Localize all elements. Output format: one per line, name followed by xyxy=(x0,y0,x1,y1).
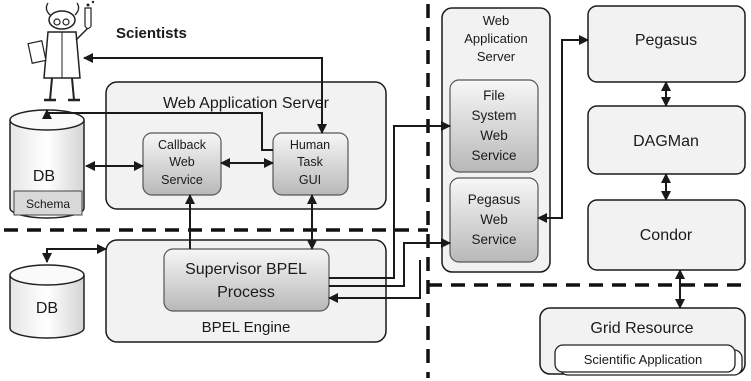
arrow-scientists-gui xyxy=(83,53,327,134)
db-bottom-cylinder: DB xyxy=(9,264,85,339)
db-top-cylinder: DB Schema xyxy=(9,109,85,219)
scientific-app-label: Scientific Application xyxy=(584,352,703,367)
pws-line-3: Service xyxy=(471,232,516,247)
human-task-line-2: Task xyxy=(297,155,323,169)
condor-box: Condor xyxy=(587,199,746,271)
callback-ws-line-2: Web xyxy=(169,155,195,169)
supervisor-bpel-box: Supervisor BPEL Process xyxy=(163,248,330,312)
fsws-line-2: System xyxy=(471,108,516,123)
arrow-supervisor-pws xyxy=(329,238,451,287)
supervisor-line-1: Supervisor BPEL xyxy=(185,261,307,278)
human-task-line-1: Human xyxy=(290,138,330,152)
fsws-line-1: File xyxy=(483,88,505,103)
bpel-engine-label: BPEL Engine xyxy=(202,319,291,336)
was-right-line-2: Application xyxy=(464,31,528,46)
was-right-line-3: Server xyxy=(477,49,516,64)
supervisor-line-2: Process xyxy=(217,284,275,301)
human-task-gui-box: Human Task GUI xyxy=(272,132,349,196)
dagman-box: DAGMan xyxy=(587,105,746,175)
pegasus-ws-box: Pegasus Web Service xyxy=(449,177,539,263)
callback-ws-line-3: Service xyxy=(161,173,203,187)
arrow-supervisor-fsws xyxy=(329,121,451,279)
arrow-pws-pegasus xyxy=(537,35,589,223)
db-schema-label: Schema xyxy=(26,197,70,211)
web-app-server-left-title: Web Application Server xyxy=(163,95,330,112)
scientist-icon xyxy=(27,0,95,102)
file-system-ws-box: File System Web Service xyxy=(449,79,539,173)
condor-label: Condor xyxy=(640,227,693,244)
fsws-line-4: Service xyxy=(471,148,516,163)
connectors xyxy=(42,35,685,309)
human-task-line-3: GUI xyxy=(299,173,321,187)
db-top-label: DB xyxy=(33,168,55,185)
callback-web-service-box: Callback Web Service xyxy=(142,132,222,196)
pws-line-2: Web xyxy=(480,212,508,227)
arrow-db-bpel xyxy=(42,244,107,263)
arrow-gui-db xyxy=(42,109,273,151)
was-right-line-1: Web xyxy=(483,13,510,28)
pws-line-1: Pegasus xyxy=(468,192,521,207)
separators xyxy=(4,4,748,378)
grid-resource-box: Grid Resource Scientific Application xyxy=(539,307,746,376)
pegasus-label: Pegasus xyxy=(635,32,697,49)
fsws-line-3: Web xyxy=(480,128,508,143)
db-bottom-label: DB xyxy=(36,300,58,317)
scientists-label: Scientists xyxy=(116,25,187,42)
pegasus-box: Pegasus xyxy=(587,5,746,83)
callback-ws-line-1: Callback xyxy=(158,138,207,152)
grid-resource-label: Grid Resource xyxy=(590,320,693,337)
dagman-label: DAGMan xyxy=(633,133,699,150)
arrow-pws-supervisor xyxy=(328,260,421,303)
